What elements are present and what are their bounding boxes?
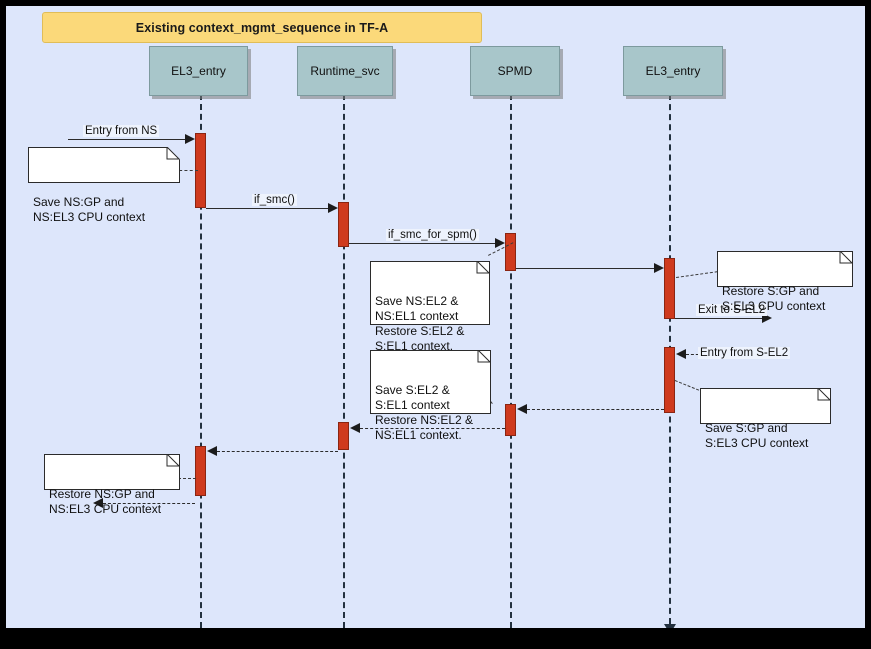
note-text: Save S:GP and S:EL3 CPU context	[705, 421, 809, 450]
message-arrow-entry-from-ns	[185, 134, 195, 144]
activation-el3-entry-right-2	[664, 347, 675, 413]
note-text: Restore NS:GP and NS:EL3 CPU context	[49, 487, 162, 516]
message-line-return-spmd-to-runtime-svc	[360, 428, 505, 429]
note-fold-edge-icon	[477, 350, 491, 363]
message-arrow-if-smc	[328, 203, 338, 213]
note-fold-edge-icon	[839, 251, 853, 264]
message-label-if-smc-for-spm: if_smc_for_spm()	[386, 229, 479, 241]
activation-spmd-2	[505, 404, 516, 436]
lifeline-header-el3-entry-left[interactable]: EL3_entry	[149, 46, 248, 96]
note-fold-edge-icon	[476, 261, 490, 274]
message-arrow-if-smc-for-spm	[495, 238, 505, 248]
note-text: Save NS:GP and NS:EL3 CPU context	[33, 195, 146, 224]
activation-spmd-1	[505, 233, 516, 271]
note-text: Restore S:GP and S:EL3 CPU context	[722, 284, 826, 313]
activation-runtime-svc-1	[338, 202, 349, 247]
note-fold-edge-icon	[166, 454, 180, 467]
message-line-entry-from-ns	[68, 139, 186, 140]
note-text: Save S:EL2 & S:EL1 context Restore NS:EL…	[375, 383, 474, 442]
message-arrow-exit-to-s-el2	[762, 313, 772, 323]
message-arrow-return-el3-to-spmd	[517, 404, 527, 414]
lifeline-line-el3-entry-left	[200, 94, 202, 628]
lifeline-end-arrow-el3-entry-right	[664, 624, 676, 628]
message-line-return-el3-exit	[103, 503, 195, 504]
activation-runtime-svc-2	[338, 422, 349, 450]
lifeline-header-spmd[interactable]: SPMD	[470, 46, 560, 96]
message-line-return-runtime-svc-to-el3	[217, 451, 338, 452]
note-fold-icon	[167, 147, 180, 160]
lifeline-header-runtime-svc[interactable]: Runtime_svc	[297, 46, 393, 96]
note-save-s-el2: Save S:EL2 & S:EL1 context Restore NS:EL…	[370, 350, 491, 442]
message-line-exit-to-s-el2	[675, 318, 763, 319]
message-arrow-spmd-to-el3-entry	[654, 263, 664, 273]
message-arrow-return-el3-exit	[93, 498, 103, 508]
note-restore-s-gp: Restore S:GP and S:EL3 CPU context	[717, 251, 853, 313]
note-fold-edge-icon	[817, 388, 831, 401]
note-text: Save NS:EL2 & NS:EL1 context Restore S:E…	[375, 294, 465, 353]
lifeline-label: SPMD	[497, 64, 533, 78]
lifeline-line-spmd	[510, 94, 512, 628]
lifeline-label: Runtime_svc	[310, 64, 380, 78]
message-line-if-smc-for-spm	[349, 243, 495, 244]
lifeline-label: EL3_entry	[645, 64, 701, 78]
diagram-title: Existing context_mgmt_sequence in TF-A	[135, 20, 389, 35]
lifeline-header-el3-entry-right[interactable]: EL3_entry	[623, 46, 723, 96]
note-connector-save-s-gp	[674, 380, 700, 391]
message-label-if-smc: if_smc()	[252, 194, 297, 206]
note-restore-ns-gp: Restore NS:GP and NS:EL3 CPU context	[44, 454, 180, 516]
note-connector-restore-s-gp	[676, 271, 718, 278]
message-arrow-return-runtime-svc-to-el3	[207, 446, 217, 456]
sequence-diagram-canvas: Existing context_mgmt_sequence in TF-A E…	[6, 6, 865, 628]
message-arrow-return-spmd-to-runtime-svc	[350, 423, 360, 433]
activation-el3-entry-left-2	[195, 446, 206, 496]
note-save-ns-el2: Save NS:EL2 & NS:EL1 context Restore S:E…	[370, 261, 490, 353]
message-label-entry-from-s-el2: Entry from S-EL2	[698, 347, 791, 359]
note-connector-restore-ns-gp	[178, 478, 196, 479]
message-label-entry-from-ns: Entry from NS	[83, 125, 160, 137]
message-arrow-entry-from-s-el2	[676, 349, 686, 359]
message-line-if-smc	[206, 208, 329, 209]
activation-el3-entry-right-1	[664, 258, 675, 319]
message-label-exit-to-s-el2: Exit to S-EL2	[696, 304, 768, 316]
lifeline-line-runtime-svc	[343, 94, 345, 628]
message-line-spmd-to-el3-entry	[516, 268, 654, 269]
note-save-ns-gp: Save NS:GP and NS:EL3 CPU context	[28, 147, 180, 224]
note-save-s-gp: Save S:GP and S:EL3 CPU context	[700, 388, 831, 450]
message-line-return-el3-to-spmd	[527, 409, 664, 410]
lifeline-label: EL3_entry	[171, 64, 226, 78]
diagram-title-banner: Existing context_mgmt_sequence in TF-A	[42, 12, 482, 43]
